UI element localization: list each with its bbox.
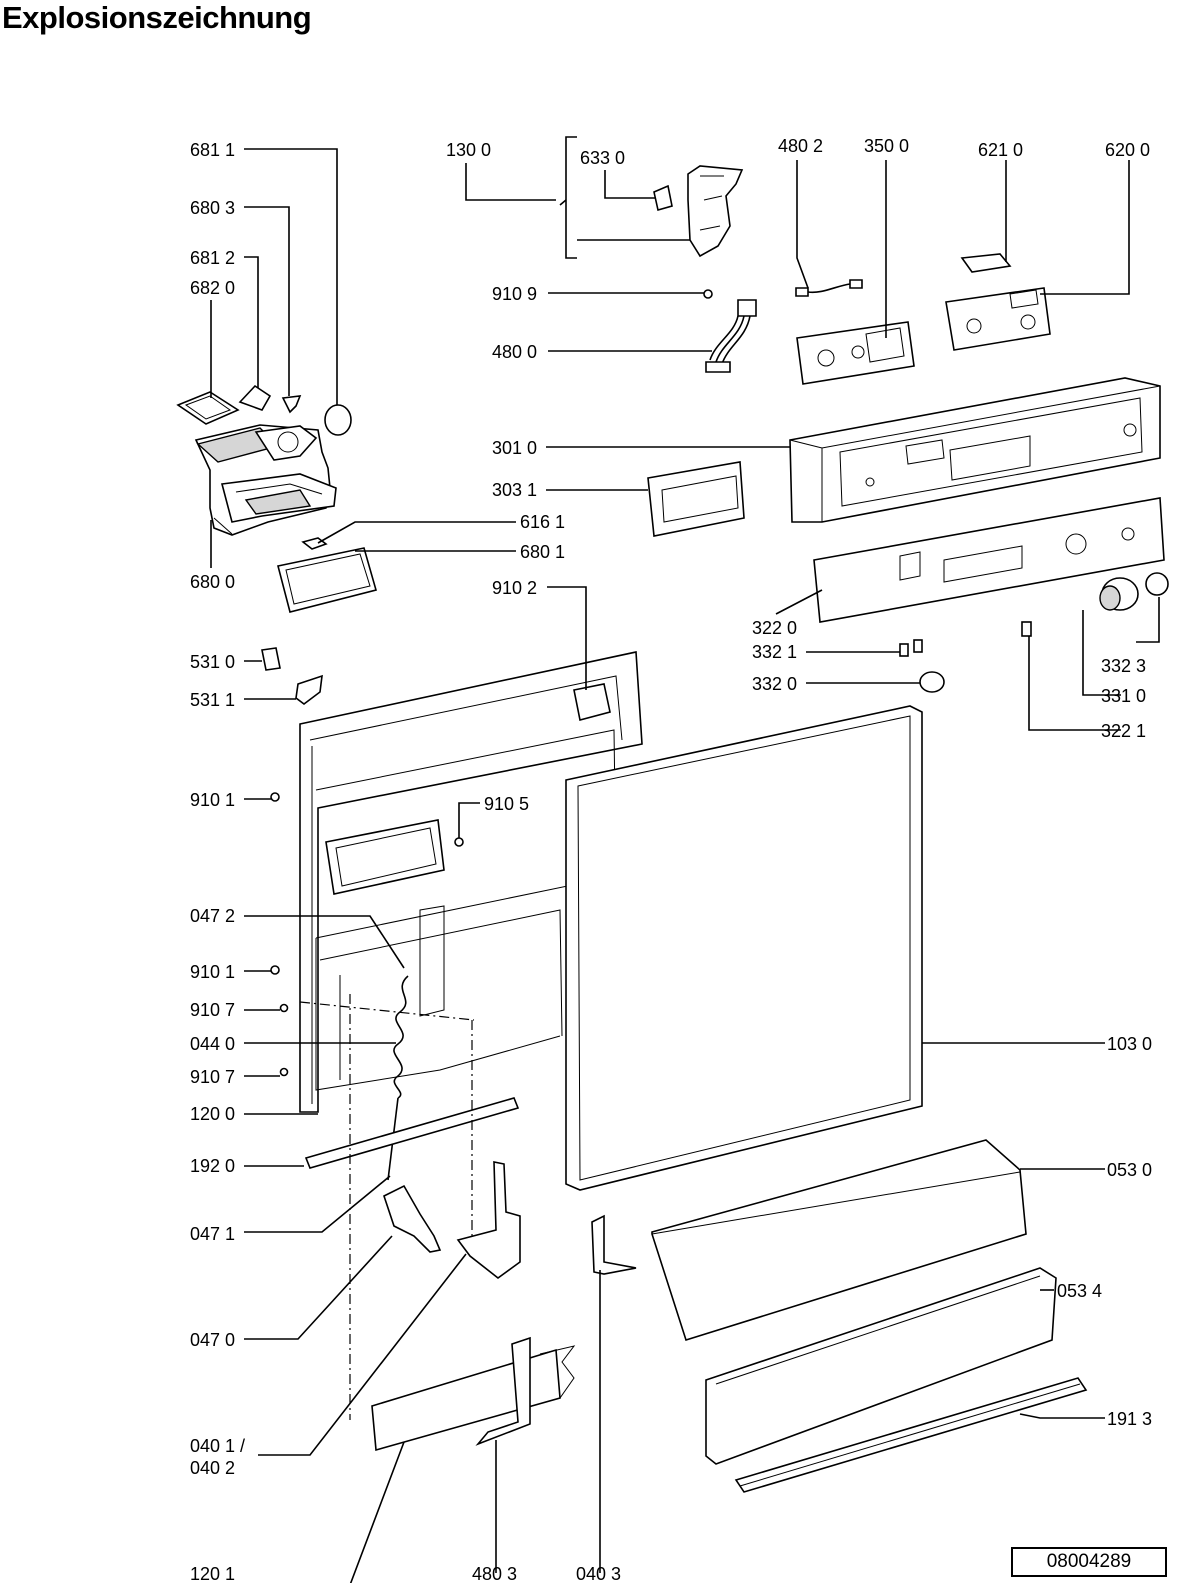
part-label: 910 5 <box>484 794 529 814</box>
part-label: 192 0 <box>190 1156 235 1176</box>
part-label: 053 4 <box>1057 1281 1102 1301</box>
part-labels: 681 1 680 3 681 2 682 0 130 0 633 0 480 … <box>190 136 1152 1583</box>
part-label: 616 1 <box>520 512 565 532</box>
part-label: 191 3 <box>1107 1409 1152 1429</box>
part-label: 680 1 <box>520 542 565 562</box>
part-label: 681 2 <box>190 248 235 268</box>
electronics <box>703 253 1051 385</box>
part-label: 480 0 <box>492 342 537 362</box>
part-label: 103 0 <box>1107 1034 1152 1054</box>
part-label: 910 1 <box>190 962 235 982</box>
part-label: 531 1 <box>190 690 235 710</box>
part-label: 120 0 <box>190 1104 235 1124</box>
part-label: 331 0 <box>1101 686 1146 706</box>
part-label: 621 0 <box>978 140 1023 160</box>
leader-lines <box>210 136 1160 1583</box>
part-label: 332 3 <box>1101 656 1146 676</box>
part-label: 303 1 <box>492 480 537 500</box>
part-label: 322 0 <box>752 618 797 638</box>
part-label: 053 0 <box>1107 1160 1152 1180</box>
part-label: 910 1 <box>190 790 235 810</box>
part-label: 910 7 <box>190 1067 235 1087</box>
part-label: 040 2 <box>190 1458 235 1478</box>
document-number: 08004289 <box>1011 1547 1167 1577</box>
part-label: 130 0 <box>446 140 491 160</box>
part-label: 120 1 <box>190 1564 235 1583</box>
part-label: 047 2 <box>190 906 235 926</box>
inner-door <box>261 647 643 1452</box>
part-label: 047 0 <box>190 1330 235 1350</box>
part-label: 531 0 <box>190 652 235 672</box>
part-label: 350 0 <box>864 136 909 156</box>
part-label: 480 2 <box>778 136 823 156</box>
part-label: 332 1 <box>752 642 797 662</box>
part-label: 332 0 <box>752 674 797 694</box>
part-label: 633 0 <box>580 148 625 168</box>
alignment-lines <box>299 994 475 1420</box>
part-label: 040 3 <box>576 1564 621 1583</box>
part-label: 681 1 <box>190 140 235 160</box>
part-label: 620 0 <box>1105 140 1150 160</box>
page-title: Explosionszeichnung <box>2 0 312 35</box>
control-panel <box>647 377 1169 693</box>
part-label: 040 1 / <box>190 1436 245 1456</box>
part-label: 680 3 <box>190 198 235 218</box>
door-latch <box>653 165 744 258</box>
part-label: 044 0 <box>190 1034 235 1054</box>
part-label: 480 3 <box>472 1564 517 1583</box>
part-label: 910 2 <box>492 578 537 598</box>
part-label: 682 0 <box>190 278 235 298</box>
dispenser-assembly <box>176 384 377 613</box>
part-label: 910 9 <box>492 284 537 304</box>
outer-door <box>565 705 1088 1493</box>
part-label: 910 7 <box>190 1000 235 1020</box>
part-label: 322 1 <box>1101 721 1146 741</box>
part-label: 680 0 <box>190 572 235 592</box>
part-label: 047 1 <box>190 1224 235 1244</box>
part-label: 301 0 <box>492 438 537 458</box>
